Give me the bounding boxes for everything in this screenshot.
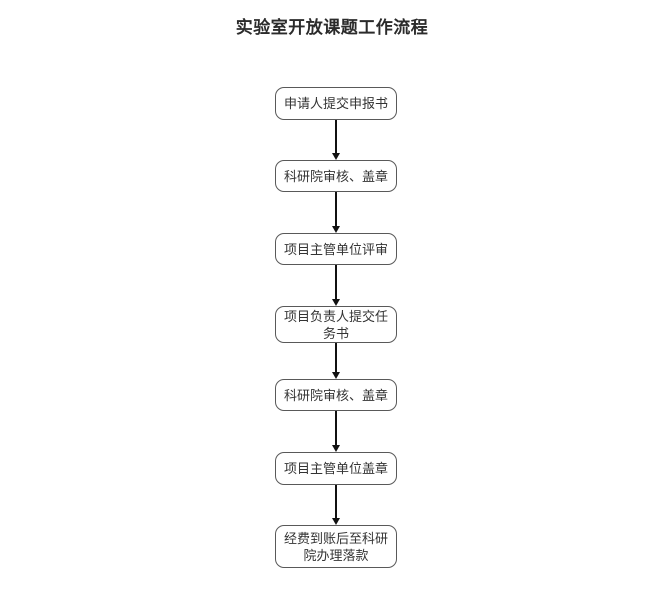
flow-node-label: 项目主管单位盖章	[283, 461, 388, 476]
flow-node-funds-arrival-signoff: 经费到账后至科研院办理落款	[275, 525, 397, 568]
flow-node-research-office-review-stamp-1: 科研院审核、盖章	[275, 160, 397, 192]
flow-node-label: 经费到账后至科研院办理落款	[283, 530, 388, 563]
down-arrow-icon	[332, 343, 340, 379]
flow-node-supervisor-unit-review: 项目主管单位评审	[275, 233, 397, 265]
down-arrow-icon	[332, 485, 340, 525]
flow-node-label: 科研院审核、盖章	[283, 387, 388, 403]
down-arrow-icon	[332, 411, 340, 452]
page-title: 实验室开放课题工作流程	[235, 18, 429, 37]
flow-node-label: 项目主管单位评审	[283, 241, 388, 257]
flow-node-label: 科研院审核、盖章	[283, 168, 388, 184]
flow-node-label: 申请人提交申报书	[283, 96, 388, 111]
flow-node-supervisor-unit-stamp: 项目主管单位盖章	[275, 452, 397, 485]
down-arrow-icon	[332, 120, 340, 160]
down-arrow-icon	[332, 265, 340, 306]
flow-node-leader-submits-task-book: 项目负责人提交任务书	[275, 306, 397, 343]
flow-node-applicant-submits-proposal: 申请人提交申报书	[275, 87, 397, 120]
down-arrow-icon	[332, 192, 340, 233]
flow-node-label: 项目负责人提交任务书	[283, 308, 388, 341]
flow-node-research-office-review-stamp-2: 科研院审核、盖章	[275, 379, 397, 411]
